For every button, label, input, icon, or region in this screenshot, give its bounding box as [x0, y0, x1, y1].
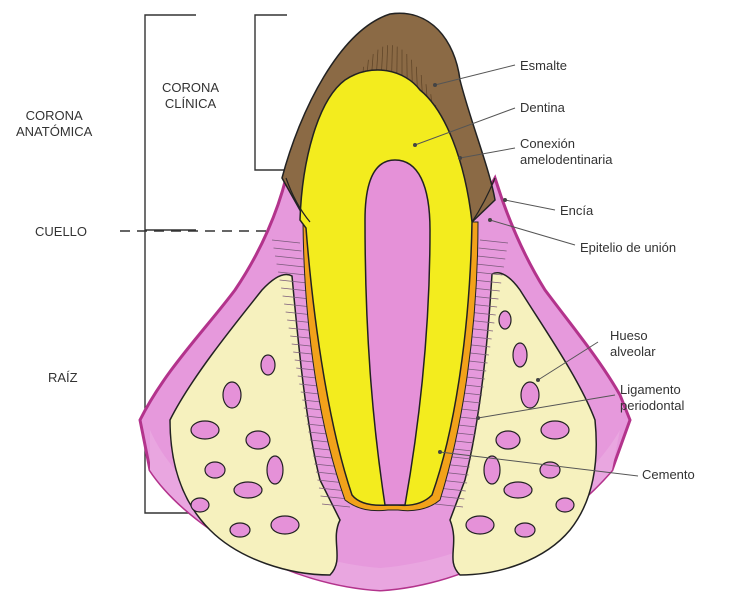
label-corona-anatomica-line2: ANATÓMICA: [16, 124, 92, 140]
label-cuello: CUELLO: [35, 224, 87, 240]
label-hueso-line1: Hueso: [610, 328, 656, 344]
label-corona-anatomica-line1: CORONA: [16, 108, 92, 124]
label-corona-clinica-line1: CORONA: [162, 80, 219, 96]
bracket-corona-anatomica: [145, 15, 196, 230]
label-encia: Encía: [560, 203, 593, 219]
label-esmalte: Esmalte: [520, 58, 567, 74]
label-raiz: RAÍZ: [48, 370, 78, 386]
label-conexion-line1: Conexión: [520, 136, 613, 152]
label-cemento: Cemento: [642, 467, 695, 483]
label-conexion: Conexión amelodentinaria: [520, 136, 613, 168]
label-hueso-line2: alveolar: [610, 344, 656, 360]
label-conexion-line2: amelodentinaria: [520, 152, 613, 168]
leader-encia: [505, 200, 555, 210]
label-ligamento-line2: periodontal: [620, 398, 684, 414]
label-hueso: Hueso alveolar: [610, 328, 656, 360]
label-corona-clinica: CORONA CLÍNICA: [162, 80, 219, 112]
label-epitelio: Epitelio de unión: [580, 240, 676, 256]
label-corona-clinica-line2: CLÍNICA: [162, 96, 219, 112]
label-ligamento: Ligamento periodontal: [620, 382, 684, 414]
bracket-corona-clinica: [255, 15, 287, 170]
label-ligamento-line1: Ligamento: [620, 382, 684, 398]
label-dentina: Dentina: [520, 100, 565, 116]
label-corona-anatomica: CORONA ANATÓMICA: [16, 108, 92, 140]
